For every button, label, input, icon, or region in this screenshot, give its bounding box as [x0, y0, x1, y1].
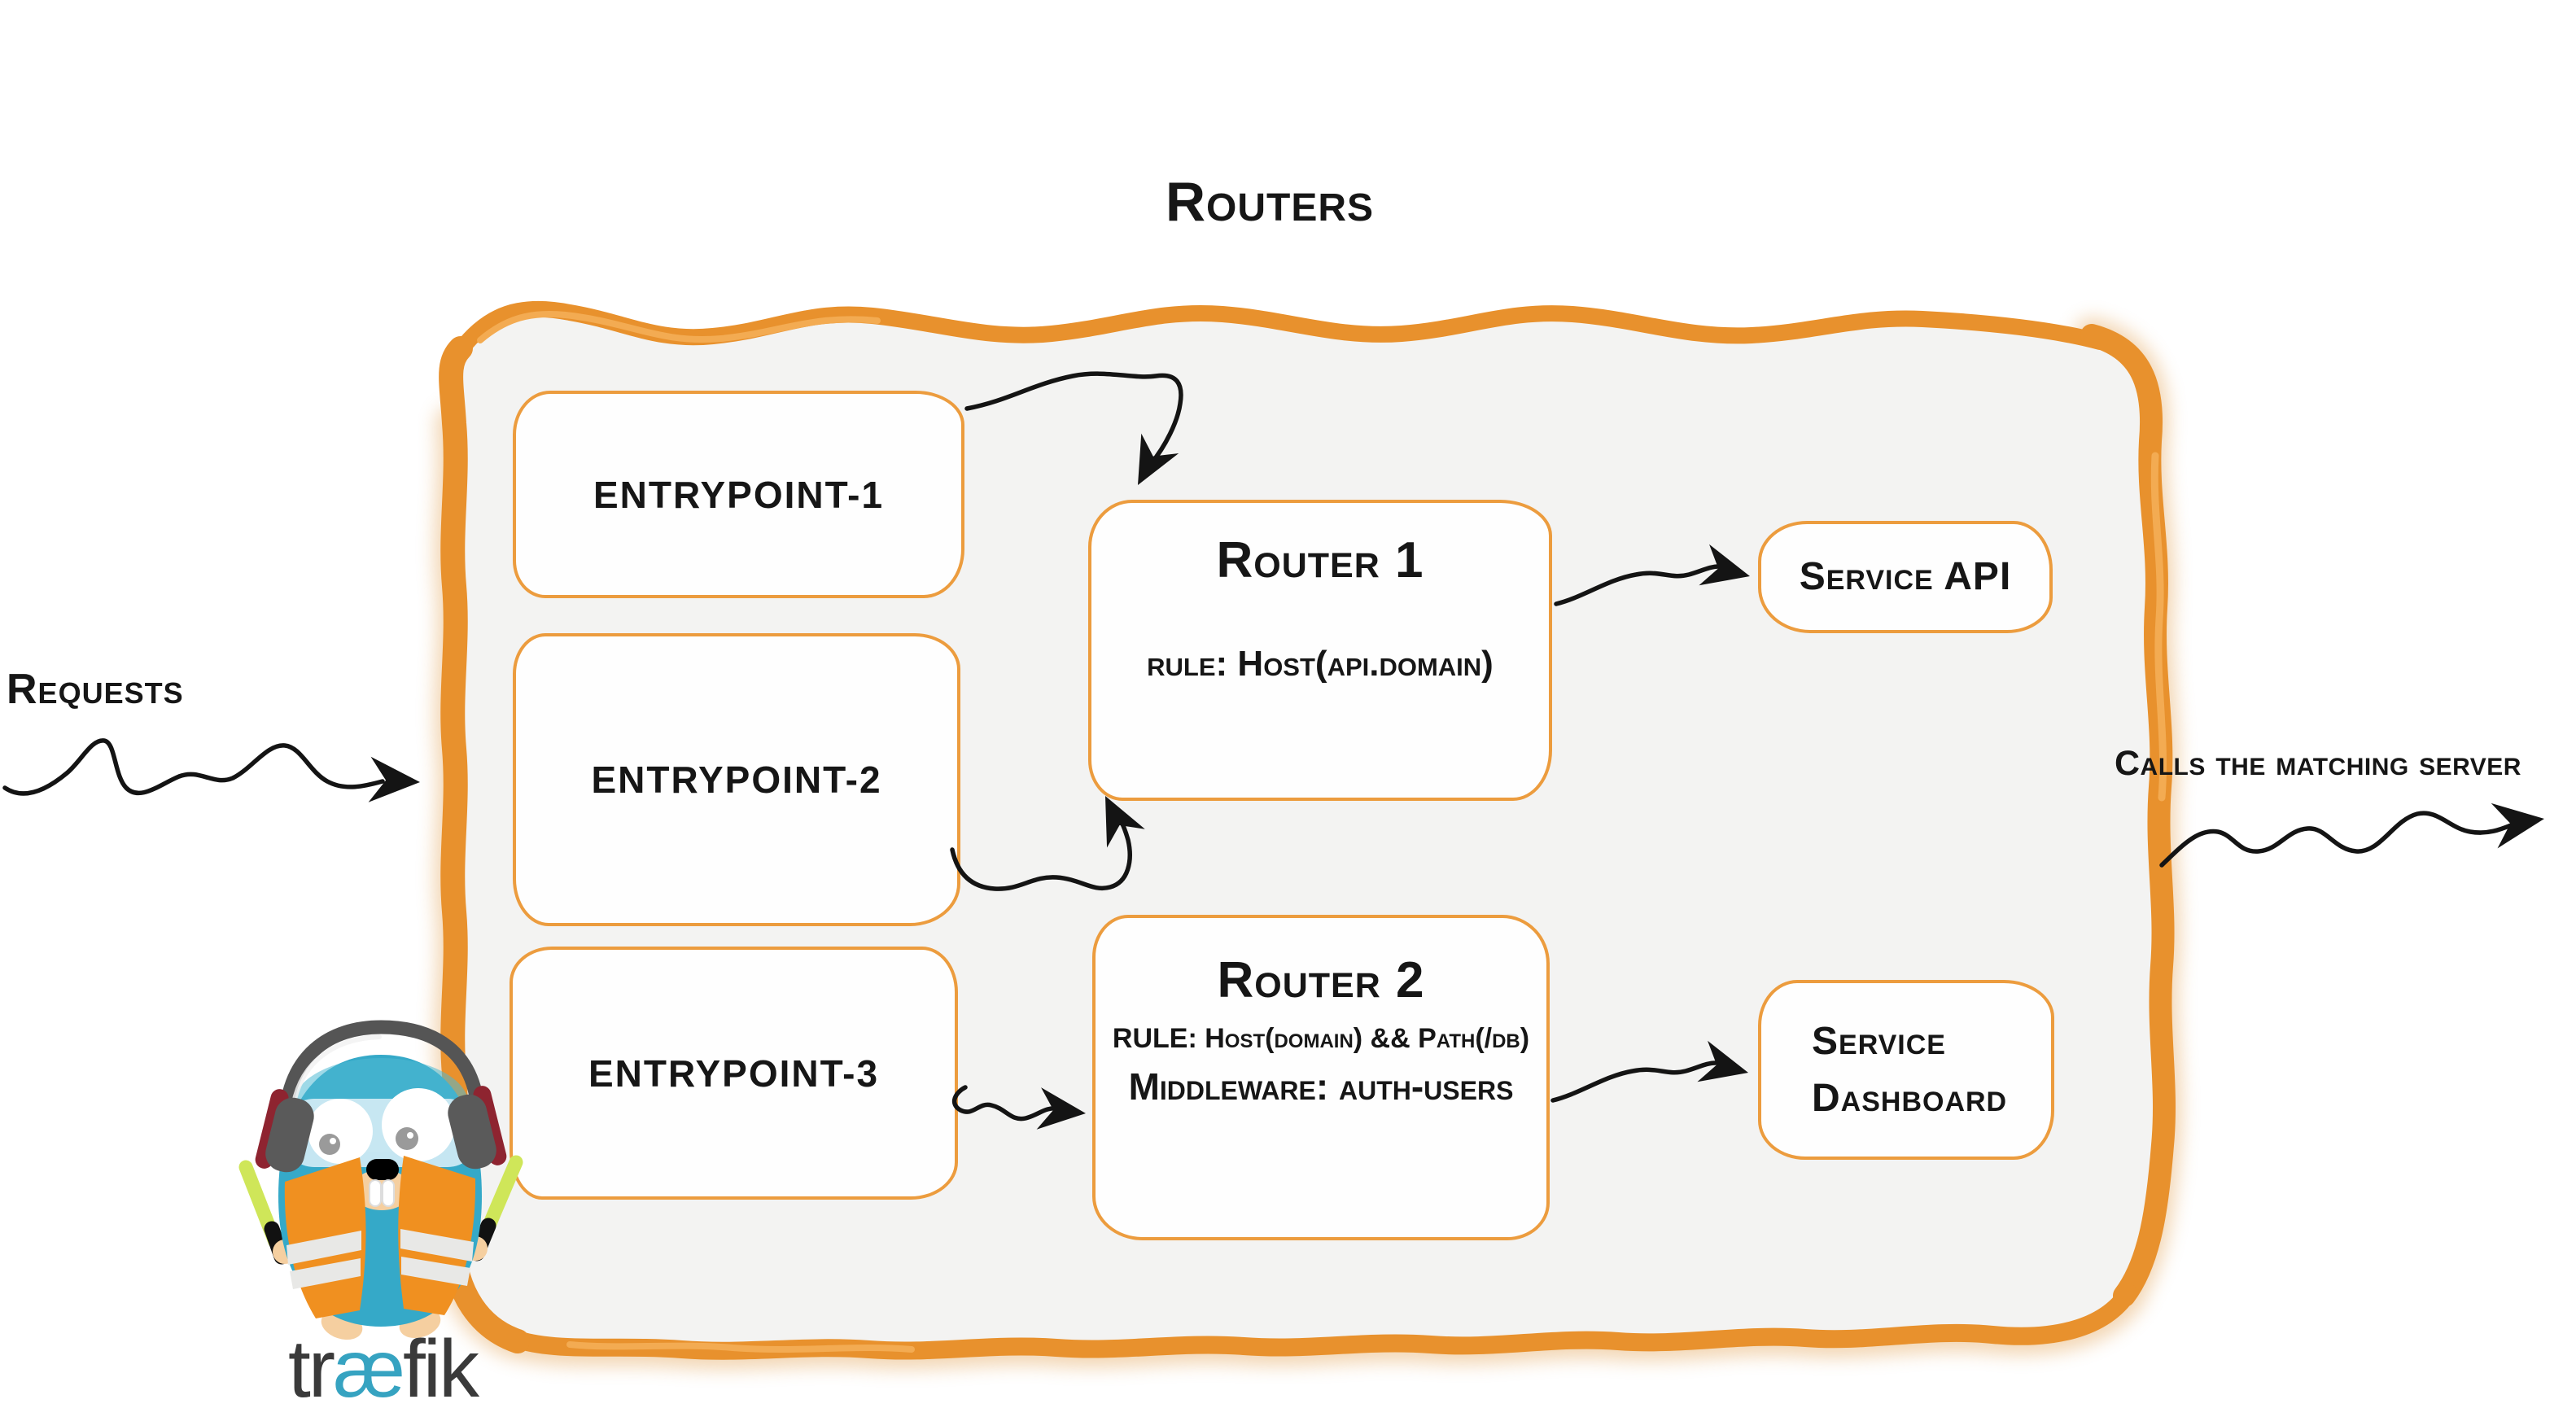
traefik-gopher-logo: [238, 1020, 523, 1340]
gopher-nose: [352, 1159, 412, 1210]
arrow-entrypoint3-to-router2: [951, 1085, 1086, 1130]
entrypoint-3-node: entrypoint-3: [510, 947, 958, 1200]
service-api-label: Service API: [1799, 555, 2012, 599]
arrow-router1-to-service-api: [1554, 544, 1750, 606]
entrypoint-1-node: entrypoint-1: [513, 391, 964, 598]
arrow-entrypoint1-to-router1: [964, 371, 1183, 485]
service-dashboard-node: Service Dashboard: [1758, 980, 2054, 1160]
entrypoint-2-label: entrypoint-2: [591, 759, 882, 801]
router-2-middleware: Middleware: auth-users: [1128, 1065, 1514, 1108]
router-2-node: Router 2 RULE: Host(domain) && Path(/db)…: [1092, 915, 1550, 1240]
entrypoint-2-node: entrypoint-2: [513, 633, 960, 926]
arrow-router2-to-service-dashboard: [1550, 1040, 1748, 1103]
router-1-title: Router 1: [1216, 532, 1424, 588]
diagram-title: Routers: [1165, 171, 1375, 233]
service-dashboard-label-line1: Service: [1812, 1019, 1946, 1063]
service-api-node: Service API: [1758, 521, 2053, 633]
gopher-headphones: [255, 1020, 507, 1173]
service-dashboard-label-line2: Dashboard: [1812, 1076, 2008, 1120]
gopher-eyes: [308, 1088, 455, 1164]
requests-arrow: [2, 738, 420, 802]
entrypoint-1-label: entrypoint-1: [593, 473, 885, 516]
wordmark-tr: tr: [287, 1323, 335, 1408]
entrypoint-3-label: entrypoint-3: [588, 1052, 880, 1095]
router-2-title: Router 2: [1217, 952, 1425, 1008]
wordmark-fik: fik: [403, 1323, 479, 1408]
router-1-node: Router 1 rule: Host(api.domain): [1088, 500, 1552, 801]
router-2-rule: RULE: Host(domain) && Path(/db): [1112, 1023, 1530, 1055]
requests-label: Requests: [7, 666, 184, 713]
calls-the-matching-server-label: Calls the matching server: [2115, 744, 2521, 783]
router-1-rule: rule: Host(api.domain): [1147, 644, 1494, 684]
arrow-entrypoint2-to-router1: [950, 796, 1145, 891]
gopher-safety-vest: [284, 1156, 476, 1318]
traefik-wordmark: træfik: [241, 1328, 524, 1408]
calls-arrow: [2159, 802, 2544, 868]
wordmark-ae: æ: [333, 1323, 405, 1408]
